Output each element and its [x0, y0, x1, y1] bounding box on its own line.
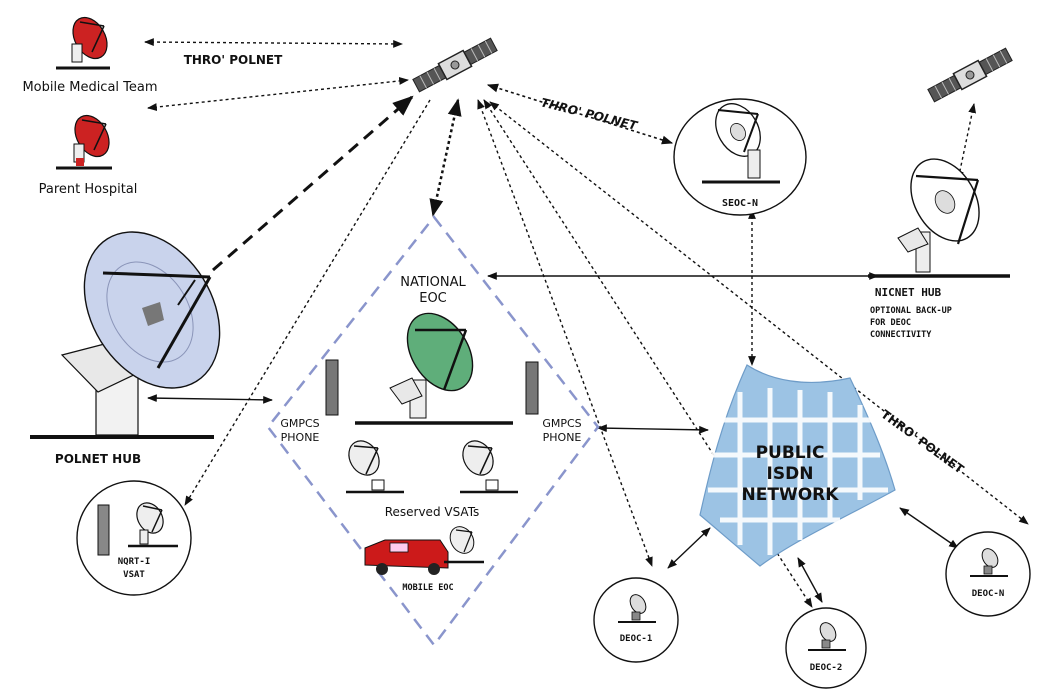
isdn-label-2: ISDN — [767, 464, 814, 484]
gmpcs-left-label-1: GMPCS — [280, 417, 319, 430]
national-eoc-diamond — [266, 214, 600, 648]
nicnet-hub-label: NICNET HUB — [875, 286, 942, 299]
mobile-medical-team-label: Mobile Medical Team — [22, 80, 157, 95]
thro-polnet-right-label: THRO' POLNET — [878, 407, 967, 477]
gmpcs-phone-icon-right — [525, 361, 539, 415]
nqrt-vsat-label: VSAT — [123, 570, 145, 580]
satellite-icon-nicnet — [926, 45, 1014, 105]
eoc-dish-icon — [355, 312, 513, 425]
national-eoc-group: NATIONAL EOC GMPCS PHONE GMPCS PHONE — [266, 214, 600, 648]
phone-icon — [97, 504, 110, 556]
seoc-node: SEOC-N — [673, 98, 807, 216]
nicnet-dish-icon — [868, 158, 1010, 278]
deoc-1-label: DEOC-1 — [620, 634, 653, 644]
mobile-eoc-label: MOBILE EOC — [402, 583, 453, 593]
link-hospital-satellite — [147, 77, 409, 111]
seoc-dish-icon — [702, 103, 780, 184]
link-isdn-deocn — [899, 507, 959, 549]
nicnet-note-3: CONNECTIVITY — [870, 330, 932, 340]
public-isdn-network-node: PUBLIC ISDN NETWORK — [699, 364, 896, 567]
nqrt-vsat-node: NQRT-I VSAT — [76, 480, 192, 596]
link-isdn-deoc2 — [797, 557, 823, 603]
nicnet-note-1: OPTIONAL BACK-UP — [870, 306, 952, 316]
seoc-label: SEOC-N — [722, 198, 758, 209]
national-eoc-label-2: EOC — [419, 291, 447, 306]
polnet-hub-node: POLNET HUB — [30, 231, 221, 466]
nicnet-note-2: FOR DEOC — [870, 318, 911, 328]
link-satellite-national-eoc — [429, 98, 462, 217]
parent-hospital-node: Parent Hospital — [39, 114, 138, 197]
gmpcs-right-label-1: GMPCS — [542, 417, 581, 430]
deoc-dish-icon — [808, 622, 846, 651]
reserved-vsat-icon-left — [346, 440, 404, 494]
deoc-dish-icon — [970, 548, 1008, 577]
isdn-label-3: NETWORK — [742, 485, 840, 505]
deoc-2-label: DEOC-2 — [810, 663, 843, 673]
link-polnet-hub-gmpcs — [147, 394, 273, 404]
link-mmt-satellite — [144, 38, 403, 48]
reserved-vsats-label: Reserved VSATs — [385, 505, 480, 519]
link-satellite-nqrt — [184, 99, 431, 506]
deoc-n-node: DEOC-N — [945, 531, 1031, 617]
isdn-grid-pattern — [708, 388, 888, 555]
polnet-hub-label: POLNET HUB — [55, 452, 141, 466]
connections — [144, 38, 1029, 608]
deoc-dish-icon — [618, 594, 656, 623]
nqrt-label: NQRT-I — [118, 557, 151, 567]
thro-polnet-top-label: THRO' POLNET — [184, 53, 283, 67]
link-satellite-deoc1 — [477, 99, 653, 567]
deoc-1-node: DEOC-1 — [593, 577, 679, 663]
large-dish-icon — [30, 231, 221, 439]
satellite-icon — [411, 35, 499, 95]
mobile-medical-team-node: Mobile Medical Team — [22, 16, 158, 95]
thro-polnet-seoc-label: THRO' POLNET — [539, 95, 639, 133]
vsat-dish-icon — [128, 502, 178, 548]
reserved-vsat-icon-right — [460, 440, 518, 494]
link-sat2-nicnet — [955, 103, 977, 181]
link-isdn-deoc1 — [667, 527, 711, 569]
mobile-eoc-dish-icon — [444, 526, 484, 564]
gmpcs-phone-icon-left — [325, 359, 339, 416]
seoc-circle — [673, 98, 807, 216]
nicnet-hub-node: NICNET HUB OPTIONAL BACK-UP FOR DEOC CON… — [868, 158, 1010, 340]
mobile-eoc-van-icon — [364, 539, 449, 575]
red-dish-icon — [56, 16, 110, 70]
parent-hospital-label: Parent Hospital — [39, 182, 138, 197]
deoc-n-label: DEOC-N — [972, 589, 1005, 599]
gmpcs-right-label-2: PHONE — [543, 431, 582, 444]
gmpcs-left-label-2: PHONE — [281, 431, 320, 444]
red-dish-icon — [56, 114, 112, 170]
deoc-2-node: DEOC-2 — [785, 607, 867, 689]
national-eoc-label-1: NATIONAL — [400, 275, 466, 290]
link-polnet-hub-satellite — [212, 95, 414, 272]
link-gmpcs-isdn — [597, 424, 709, 434]
isdn-label-1: PUBLIC — [756, 443, 825, 463]
